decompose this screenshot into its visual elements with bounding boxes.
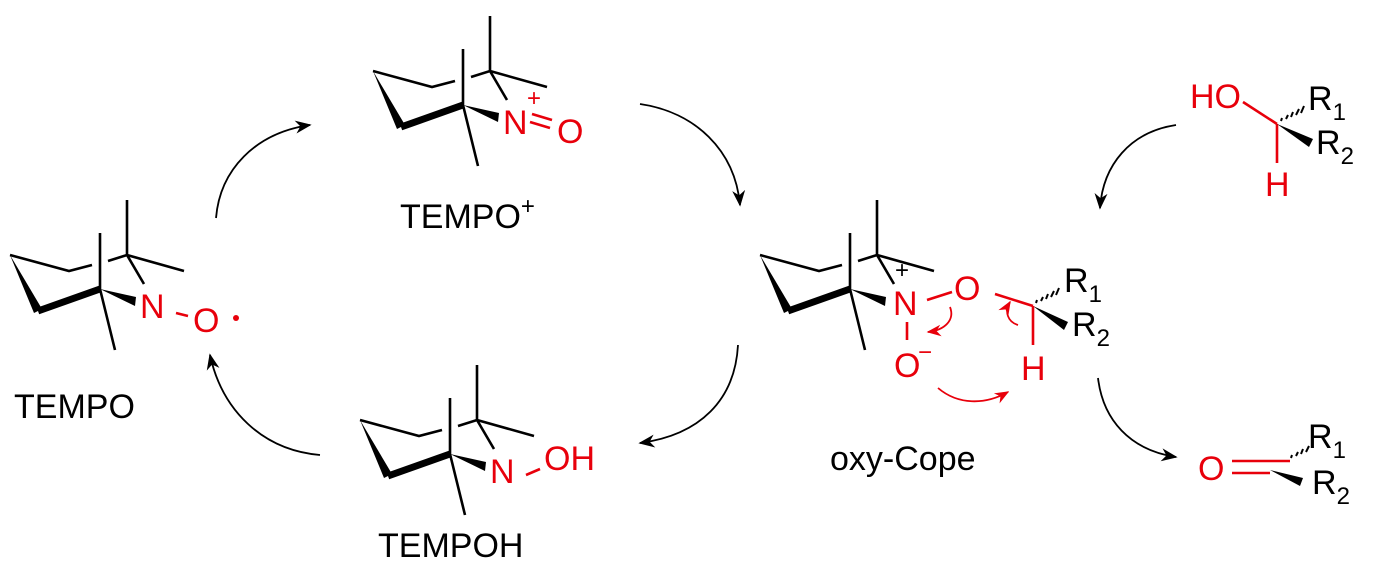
atom-oh: OH [544,440,595,478]
arrow-tempoh-to-tempo [206,353,321,456]
tempo-plus-structure: N + O TEMPO+ [373,16,583,236]
atom-n: N [503,104,528,142]
electron-arrow-o-h [937,387,1010,404]
atom-r1: R1 [1308,80,1346,126]
arrow-product-out [1097,377,1178,462]
arrow-tempoplus-to-intermediate [639,103,746,207]
arrow-intermediate-to-tempoh [638,344,739,448]
atom-o: O [557,113,583,151]
atom-o: O [954,270,980,308]
alcohol-substrate: HO H R1 R2 [1190,78,1354,204]
electron-arrow-n-o [926,306,953,337]
atom-o: O [193,302,219,340]
label-tempo: TEMPO [14,388,135,426]
label-tempo-plus: TEMPO+ [400,193,535,236]
label-oxy-cope: oxy-Cope [830,440,976,478]
charge-plus: + [895,257,909,284]
atom-n: N [140,288,165,326]
atom-ho: HO [1190,78,1241,116]
charge-minus: − [918,339,932,366]
atom-h: H [1265,166,1290,204]
atom-r2: R2 [1312,464,1350,510]
arrow-alcohol-in [1094,124,1177,210]
atom-o-minus: O [894,347,920,385]
electron-arrow-c-h [998,300,1019,326]
tempoh-structure: N OH TEMPOH [360,365,595,565]
tempo-structure: N O TEMPO [10,200,239,426]
atom-n: N [893,285,918,323]
charge-plus: + [527,85,541,112]
atom-r2: R2 [1316,124,1354,170]
carbonyl-product: O R1 R2 [1198,418,1350,510]
atom-r1: R1 [1308,418,1346,464]
atom-n: N [490,453,515,491]
oxy-cope-intermediate: N + O O − R1 R2 H oxy-Cope [760,200,1110,478]
radical-dot [233,315,239,321]
piperidine-skeleton [10,200,184,350]
atom-r2: R2 [1072,306,1110,352]
label-tempoh: TEMPOH [378,527,523,565]
atom-r1: R1 [1064,262,1102,308]
atom-h: H [1021,350,1046,388]
atom-o: O [1198,450,1224,488]
arrow-tempo-to-tempoplus [215,120,312,219]
